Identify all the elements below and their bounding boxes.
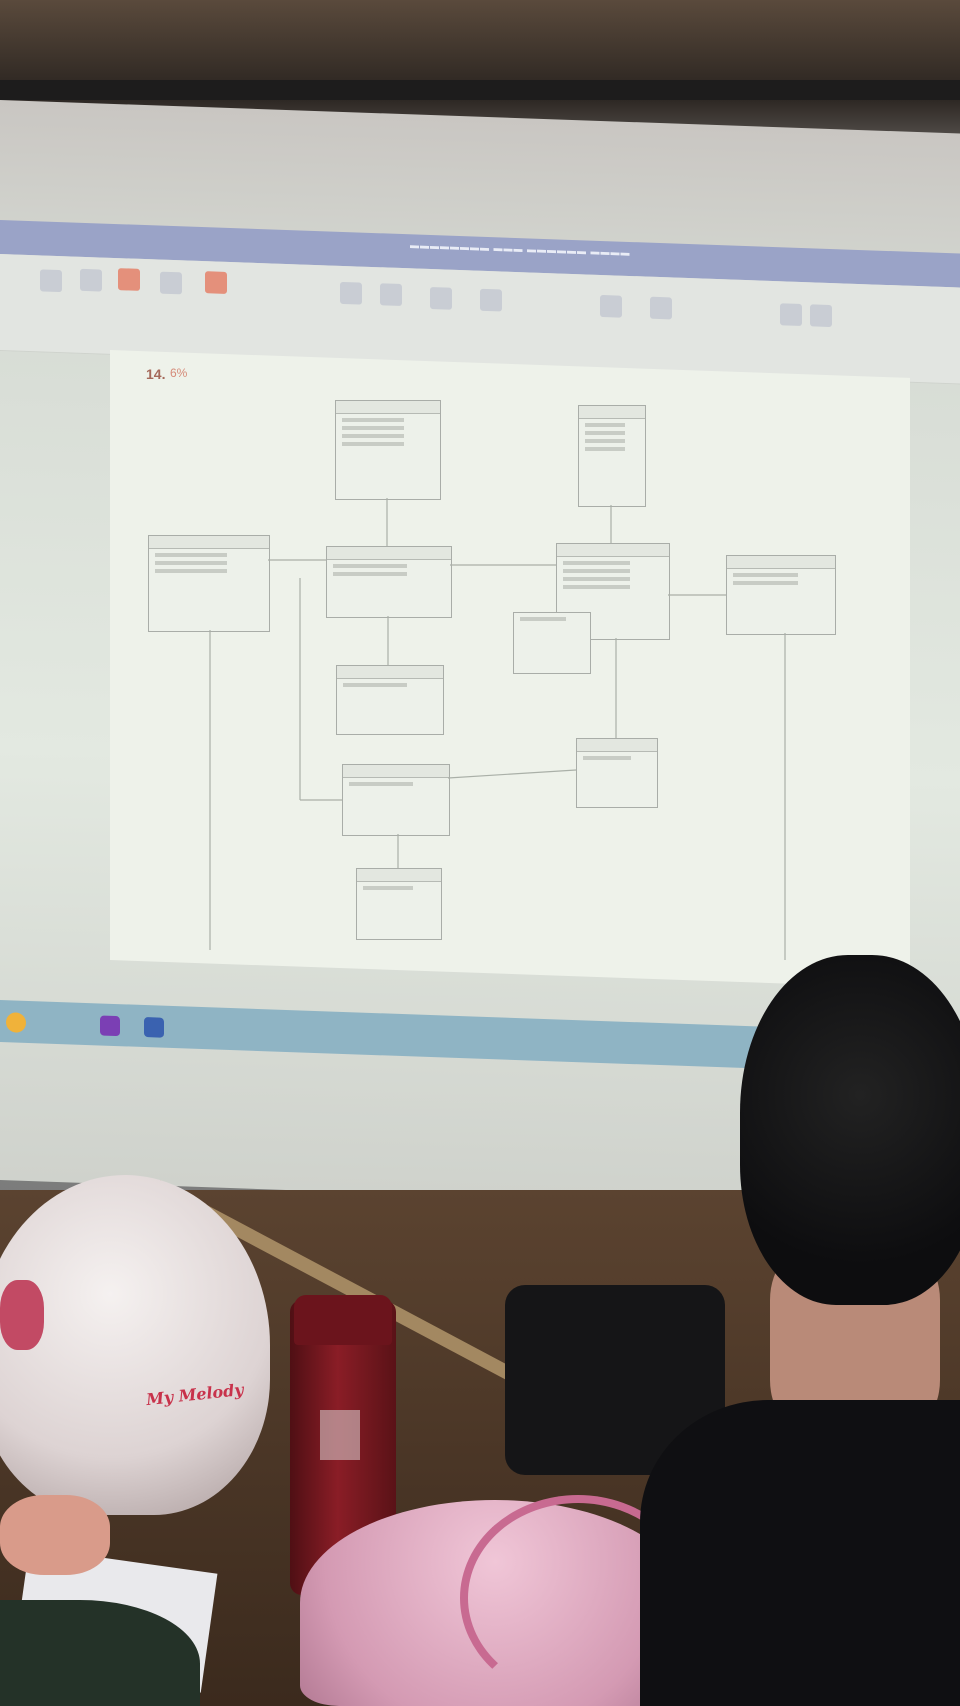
word-icon[interactable]: [144, 1017, 164, 1038]
uml-class-box: [342, 764, 450, 836]
start-orb-icon[interactable]: [6, 1012, 26, 1033]
person-head: [740, 955, 960, 1305]
helmet-character-decal: [0, 1280, 44, 1350]
uml-class-box: [578, 405, 646, 507]
person-shirt: [640, 1400, 960, 1706]
helmet: [0, 1175, 270, 1515]
uml-class-box: [356, 868, 442, 940]
hand: [0, 1495, 110, 1575]
bottle-cap: [294, 1295, 392, 1345]
media-player-icon[interactable]: [100, 1015, 120, 1037]
pouch-zipper: [460, 1495, 696, 1701]
uml-class-box: [148, 535, 270, 632]
uml-class-box: [556, 543, 670, 640]
bottle-label: [320, 1410, 360, 1460]
heading-number: 14.: [146, 366, 166, 382]
uml-class-box: [326, 546, 452, 618]
uml-association-lines: [209, 498, 786, 960]
uml-note-box: [513, 612, 591, 674]
uml-class-box: [336, 665, 444, 735]
uml-class-box: [576, 738, 658, 808]
projector-screen-casing: [0, 80, 960, 100]
uml-class-box: [726, 555, 836, 635]
uml-class-box: [335, 400, 441, 500]
heading-suffix: 6%: [170, 366, 188, 380]
